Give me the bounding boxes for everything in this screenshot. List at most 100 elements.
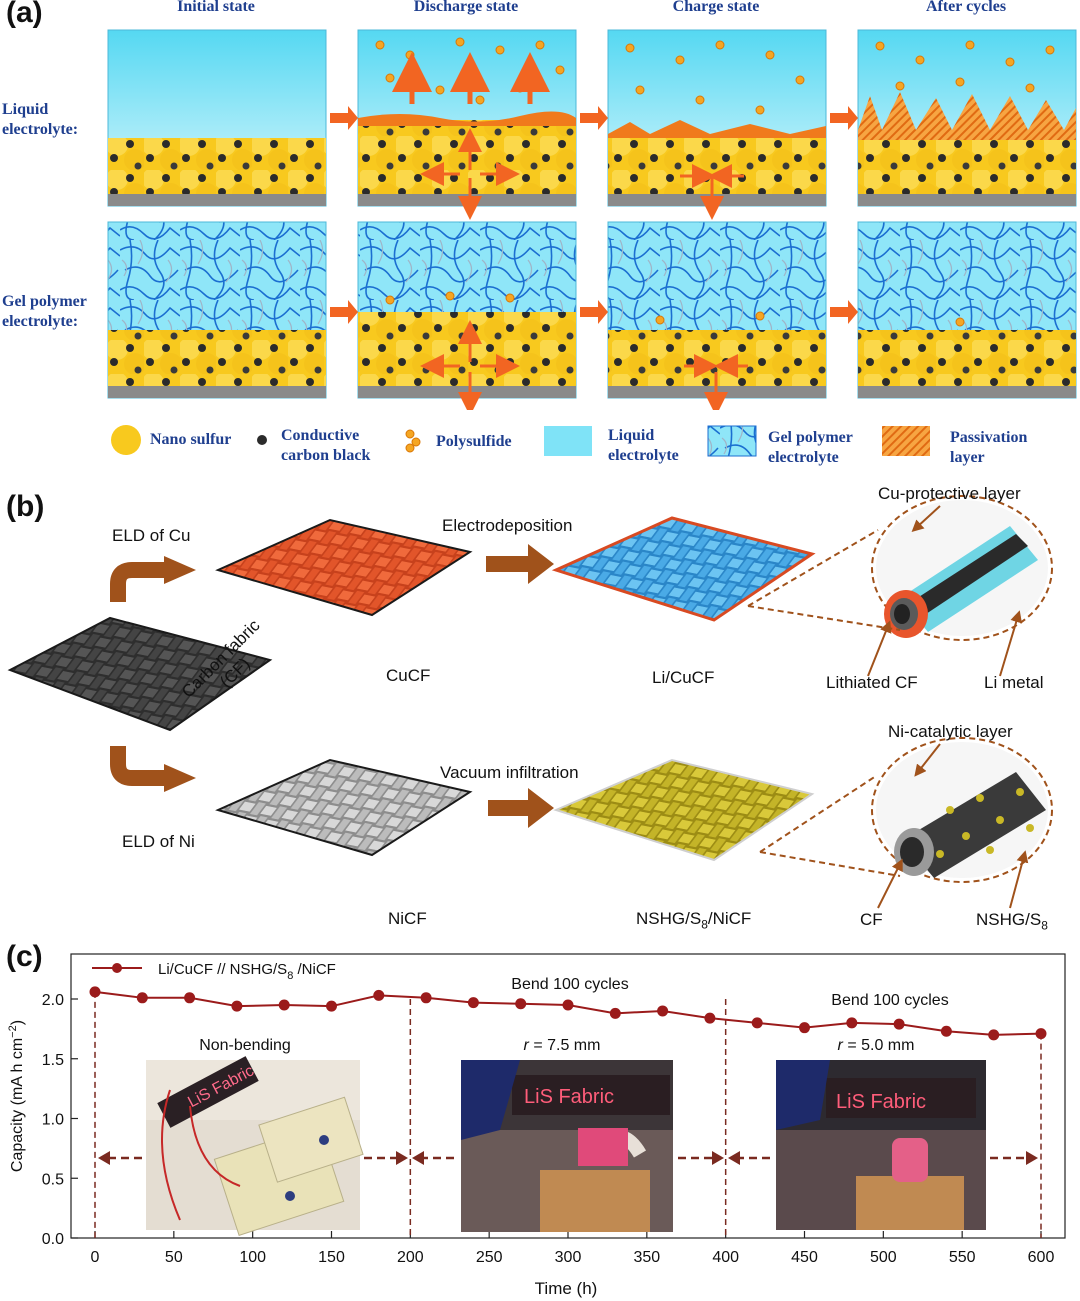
legend-liquid: Liquidelectrolyte (608, 426, 679, 466)
data-point (231, 1001, 242, 1012)
nshg-s8-label: NSHG/S8 (976, 910, 1048, 932)
electrodeposition-label: Electrodeposition (442, 516, 572, 536)
nicf-label: NiCF (388, 909, 427, 929)
x-tick-label: 500 (870, 1249, 897, 1266)
data-point (421, 992, 432, 1003)
data-point (1036, 1028, 1047, 1039)
li-cucf-sheet (556, 518, 812, 620)
ni-catalytic-layer-label: Ni-catalytic layer (888, 722, 1013, 742)
data-point (184, 992, 195, 1003)
x-tick-label: 100 (239, 1249, 266, 1266)
data-point (894, 1019, 905, 1030)
ni-zoom-inset (872, 738, 1052, 882)
eld-cu-label: ELD of Cu (112, 526, 190, 546)
nshg-s8-nicf-post: /NiCF (708, 909, 751, 928)
legend-carbon-black-line2: carbon black (281, 446, 370, 466)
data-point (610, 1008, 621, 1019)
panel-b-schematic (0, 480, 1080, 940)
legend-passivation-line1: Passivation (950, 428, 1027, 448)
photo-label-r75: r = 7.5 mm (524, 1037, 601, 1054)
vacuum-infiltration-arrow (488, 788, 554, 828)
x-axis-label: Time (h) (535, 1279, 598, 1298)
x-tick-label: 200 (397, 1249, 424, 1266)
passivation-layer-icon (882, 426, 930, 456)
legend-polysulfide-text: Polysulfide (436, 432, 512, 452)
x-tick-label: 350 (633, 1249, 660, 1266)
polysulfide-icon (406, 430, 420, 452)
data-point (657, 1005, 668, 1016)
data-point (752, 1017, 763, 1028)
gel-initial-cell (108, 222, 326, 398)
x-tick-label: 300 (555, 1249, 582, 1266)
x-tick-label: 0 (91, 1249, 100, 1266)
data-point (90, 986, 101, 997)
li-cucf-label: Li/CuCF (652, 668, 714, 688)
panel-a-schematic (0, 0, 1080, 410)
liquid-charge-cell (608, 30, 826, 206)
x-tick-label: 450 (791, 1249, 818, 1266)
liquid-after-cycles-cell (858, 30, 1076, 206)
carbon-black-icon (257, 435, 267, 445)
cf-label: CF (860, 910, 883, 930)
electrodeposition-arrow (486, 544, 554, 584)
x-tick-label: 250 (476, 1249, 503, 1266)
data-point (846, 1017, 857, 1028)
photo-bend-r50: LiS Fabric (776, 1060, 986, 1230)
nicf-sheet (218, 760, 470, 855)
data-point (563, 999, 574, 1010)
legend-marker (112, 963, 122, 973)
y-tick-label: 1.5 (42, 1052, 64, 1069)
liquid-electrolyte-icon (544, 426, 592, 456)
nshg-s8-nicf-sub: 8 (701, 917, 708, 931)
y-axis-label: Capacity (mA h cm−2) (7, 1020, 26, 1172)
legend-liquid-line1: Liquid (608, 426, 679, 446)
nano-sulfur-icon (111, 425, 141, 455)
li-metal-label: Li metal (984, 673, 1044, 693)
lithiated-cf-label: Lithiated CF (826, 673, 918, 693)
data-point (468, 997, 479, 1008)
eld-ni-label: ELD of Ni (122, 832, 195, 852)
photo-bend-r75: LiS Fabric (461, 1060, 673, 1232)
data-point (799, 1022, 810, 1033)
cu-zoom-inset (872, 496, 1052, 640)
data-point (373, 990, 384, 1001)
data-point (279, 999, 290, 1010)
bend-annotation-2: Bend 100 cycles (831, 992, 948, 1009)
y-tick-label: 1.0 (42, 1112, 64, 1129)
y-tick-label: 0.5 (42, 1171, 64, 1188)
x-tick-label: 550 (949, 1249, 976, 1266)
legend-gel-line1: Gel polymer (768, 428, 853, 448)
vacuum-infiltration-label: Vacuum infiltration (440, 763, 579, 783)
data-point (326, 1001, 337, 1012)
nshg-s8-nicf-label: NSHG/S8/NiCF (636, 909, 751, 931)
x-tick-label: 400 (712, 1249, 739, 1266)
photo-label-r50: r = 5.0 mm (838, 1037, 915, 1054)
liquid-initial-cell (108, 30, 326, 206)
legend-nano-sulfur: Nano sulfur (150, 430, 231, 450)
x-tick-label: 150 (318, 1249, 345, 1266)
nshg-s8-nicf-pre: NSHG/S (636, 909, 701, 928)
eld-ni-arrow (118, 746, 166, 778)
nshg-s8-nicf-sheet (556, 760, 812, 860)
y-axis: 0.00.51.01.52.0 (42, 992, 78, 1248)
data-point (515, 998, 526, 1009)
screen-text-3: LiS Fabric (836, 1091, 926, 1113)
screen-text-2: LiS Fabric (524, 1086, 614, 1108)
nshg-s8-sub: 8 (1041, 918, 1048, 932)
liquid-discharge-cell (358, 30, 576, 206)
x-tick-label: 50 (165, 1249, 183, 1266)
legend-text: Li/CuCF // NSHG/S8 /NiCF (158, 961, 336, 982)
nshg-s8-pre: NSHG/S (976, 910, 1041, 929)
data-point (988, 1029, 999, 1040)
cu-protective-layer-label: Cu-protective layer (878, 484, 1021, 504)
legend-carbon-black-line1: Conductive (281, 426, 370, 446)
gel-charge-cell (608, 222, 826, 398)
cucf-label: CuCF (386, 666, 430, 686)
cucf-sheet (218, 520, 470, 615)
gel-after-cycles-cell (858, 222, 1076, 398)
legend-passivation-line2: layer (950, 448, 1027, 468)
